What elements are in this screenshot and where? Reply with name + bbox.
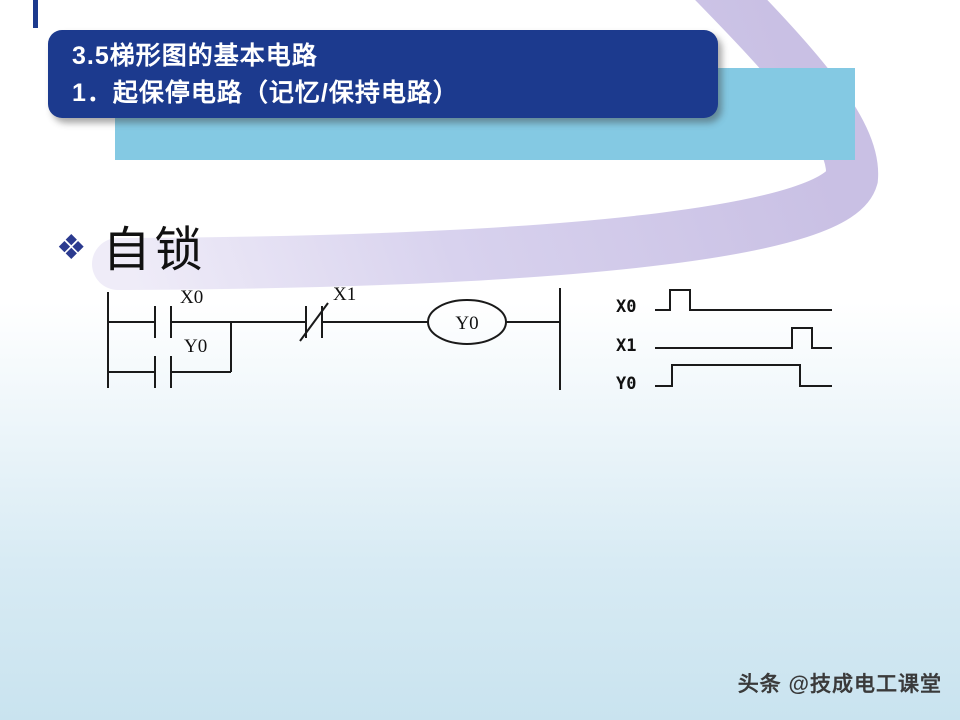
nc-slash [299,302,329,342]
diamond-bullet-icon: ❖ [56,229,87,267]
contact-y0-label: Y0 [184,336,207,357]
bullet-heading: ❖ 自锁 [56,210,207,280]
watermark-text: 头条 @技成电工课堂 [737,673,942,696]
timing-waveform-x1 [655,327,832,349]
contact-x1-label: X1 [333,284,356,305]
title-line-2: 1．起保停电路（记忆/保持电路） [72,79,459,107]
corner-accent [33,0,38,28]
timing-row-x1-label: X1 [616,336,636,356]
coil-y0-label: Y0 [455,313,478,334]
title-line-1: 3.5梯形图的基本电路 [72,42,318,70]
timing-row-y0-label: Y0 [616,374,636,394]
ladder-diagram [107,288,561,390]
bullet-text: 自锁 [102,224,207,277]
timing-waveform-x0 [655,289,832,311]
timing-diagram: X0 X1 Y0 [616,289,832,394]
contact-x0-label: X0 [180,287,203,308]
no-contact-x0 [154,306,172,338]
title-box: 3.5梯形图的基本电路 1．起保停电路（记忆/保持电路） [48,30,718,118]
timing-row-x0-label: X0 [616,297,636,317]
timing-waveform-y0 [655,364,832,387]
no-contact-y0 [154,356,172,388]
